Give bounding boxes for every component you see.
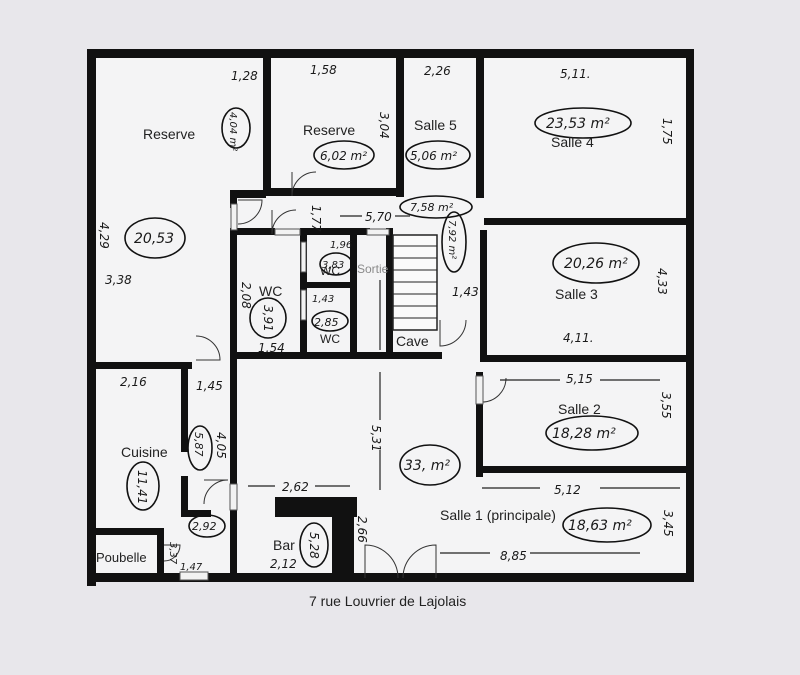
dim-26: 2,66 bbox=[355, 516, 369, 543]
room-cuisine: Cuisine bbox=[121, 444, 168, 460]
dim-11: 1,96 bbox=[330, 240, 352, 251]
area-hall: 33, m² bbox=[404, 458, 450, 474]
dim-23: 5,31 bbox=[369, 425, 383, 452]
dim-17: 4,11. bbox=[563, 331, 594, 345]
dim-10: 3,38 bbox=[105, 273, 132, 287]
area-rings bbox=[124, 107, 652, 568]
area-wc-small: 2,85 bbox=[314, 316, 339, 329]
room-cave: Cave bbox=[396, 333, 429, 349]
dim-5: 3,04 bbox=[377, 112, 391, 139]
dim-4: 5,11. bbox=[560, 67, 591, 81]
dim-31: 3,37 bbox=[167, 542, 178, 565]
area-cuisine: 11,41 bbox=[135, 470, 149, 504]
area-wc-top: 3,83 bbox=[322, 260, 344, 271]
room-salle1: Salle 1 (principale) bbox=[440, 507, 556, 523]
area-reserve-left-narrow: 4,04 m² bbox=[227, 112, 238, 151]
room-salle5: Salle 5 bbox=[414, 117, 457, 133]
dim-19: 1,45 bbox=[196, 379, 223, 393]
area-corridor: 7,58 m² bbox=[410, 201, 454, 214]
staircase bbox=[392, 234, 438, 331]
room-wc-top: WC bbox=[320, 264, 340, 278]
dim-6: 1,75 bbox=[660, 118, 674, 145]
dim-8: 5,70 bbox=[365, 210, 392, 224]
doors bbox=[163, 171, 507, 579]
room-salle2: Salle 2 bbox=[558, 401, 601, 417]
room-wc-small: WC bbox=[320, 332, 340, 346]
dim-12: 1,43 bbox=[312, 294, 334, 305]
outer-walls bbox=[87, 49, 694, 586]
room-poubelle: Poubelle bbox=[96, 550, 147, 565]
area-bar: 5,28 bbox=[307, 532, 321, 559]
area-salle4: 23,53 m² bbox=[546, 116, 610, 132]
dim-20: 4,05 bbox=[214, 432, 228, 459]
room-reserve-left: Reserve bbox=[143, 126, 195, 142]
windows bbox=[179, 203, 484, 581]
area-reserve-left: 20,53 bbox=[134, 231, 174, 247]
area-salle2: 18,28 m² bbox=[552, 426, 616, 442]
room-reserve-mid: Reserve bbox=[303, 122, 355, 138]
area-reserve-mid: 6,02 m² bbox=[320, 149, 367, 163]
dim-9: 4,29 bbox=[97, 222, 111, 249]
dim-16: 4,33 bbox=[655, 268, 669, 295]
room-salle3: Salle 3 bbox=[555, 286, 598, 302]
area-poubelle-corridor: 2,92 bbox=[192, 520, 217, 533]
area-salle1: 18,63 m² bbox=[568, 518, 632, 534]
dim-22: 3,55 bbox=[659, 392, 673, 419]
dim-27: 3,45 bbox=[661, 510, 675, 537]
dim-1: 1,28 bbox=[231, 69, 258, 83]
dim-25: 5,12 bbox=[554, 483, 581, 497]
dim-7: 1,77 bbox=[309, 205, 323, 232]
plan-caption: 7 rue Louvrier de Lajolais bbox=[309, 593, 466, 609]
room-sortie: Sortie bbox=[357, 262, 389, 276]
dim-28: 8,85 bbox=[500, 549, 527, 563]
room-salle4: Salle 4 bbox=[551, 134, 594, 150]
dim-13: 2,08 bbox=[239, 282, 253, 309]
area-stairs: 7,92 m² bbox=[446, 220, 457, 259]
interior-walls bbox=[92, 55, 690, 578]
area-cuisine-corridor: 5,87 bbox=[192, 432, 205, 457]
dim-21: 5,15 bbox=[566, 372, 593, 386]
dimension-arrows bbox=[248, 215, 680, 554]
room-wc-left: WC bbox=[259, 283, 282, 299]
area-salle3: 20,26 m² bbox=[564, 256, 628, 272]
dim-15: 1,43 bbox=[452, 285, 479, 299]
room-bar: Bar bbox=[273, 537, 295, 553]
area-salle5: 5,06 m² bbox=[410, 149, 457, 163]
area-wc-left: 3,91 bbox=[261, 305, 275, 332]
dim-18: 2,16 bbox=[120, 375, 147, 389]
dim-14: 1,54 bbox=[258, 341, 285, 355]
dim-30: 1,47 bbox=[180, 562, 203, 573]
dim-29: 2,12 bbox=[270, 557, 297, 571]
dim-24: 2,62 bbox=[282, 480, 309, 494]
dim-2: 1,58 bbox=[310, 63, 337, 77]
dim-3: 2,26 bbox=[424, 64, 451, 78]
